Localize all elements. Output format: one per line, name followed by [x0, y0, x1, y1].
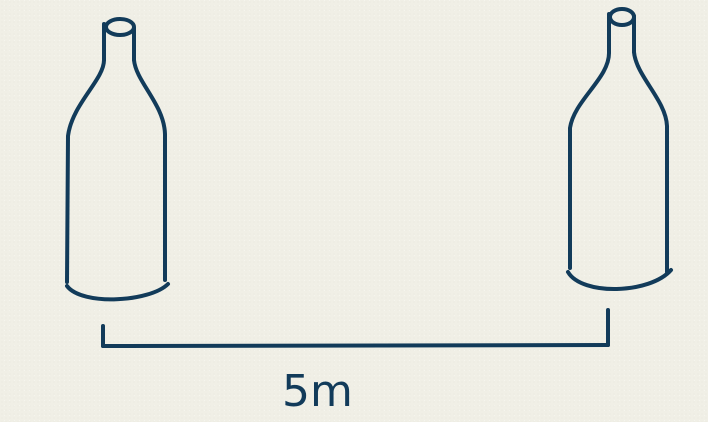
bottle-right-icon: [566, 7, 673, 291]
distance-label: 5m: [282, 366, 353, 417]
distance-dimension-line: [101, 308, 610, 348]
bottle-left-icon: [65, 17, 170, 302]
